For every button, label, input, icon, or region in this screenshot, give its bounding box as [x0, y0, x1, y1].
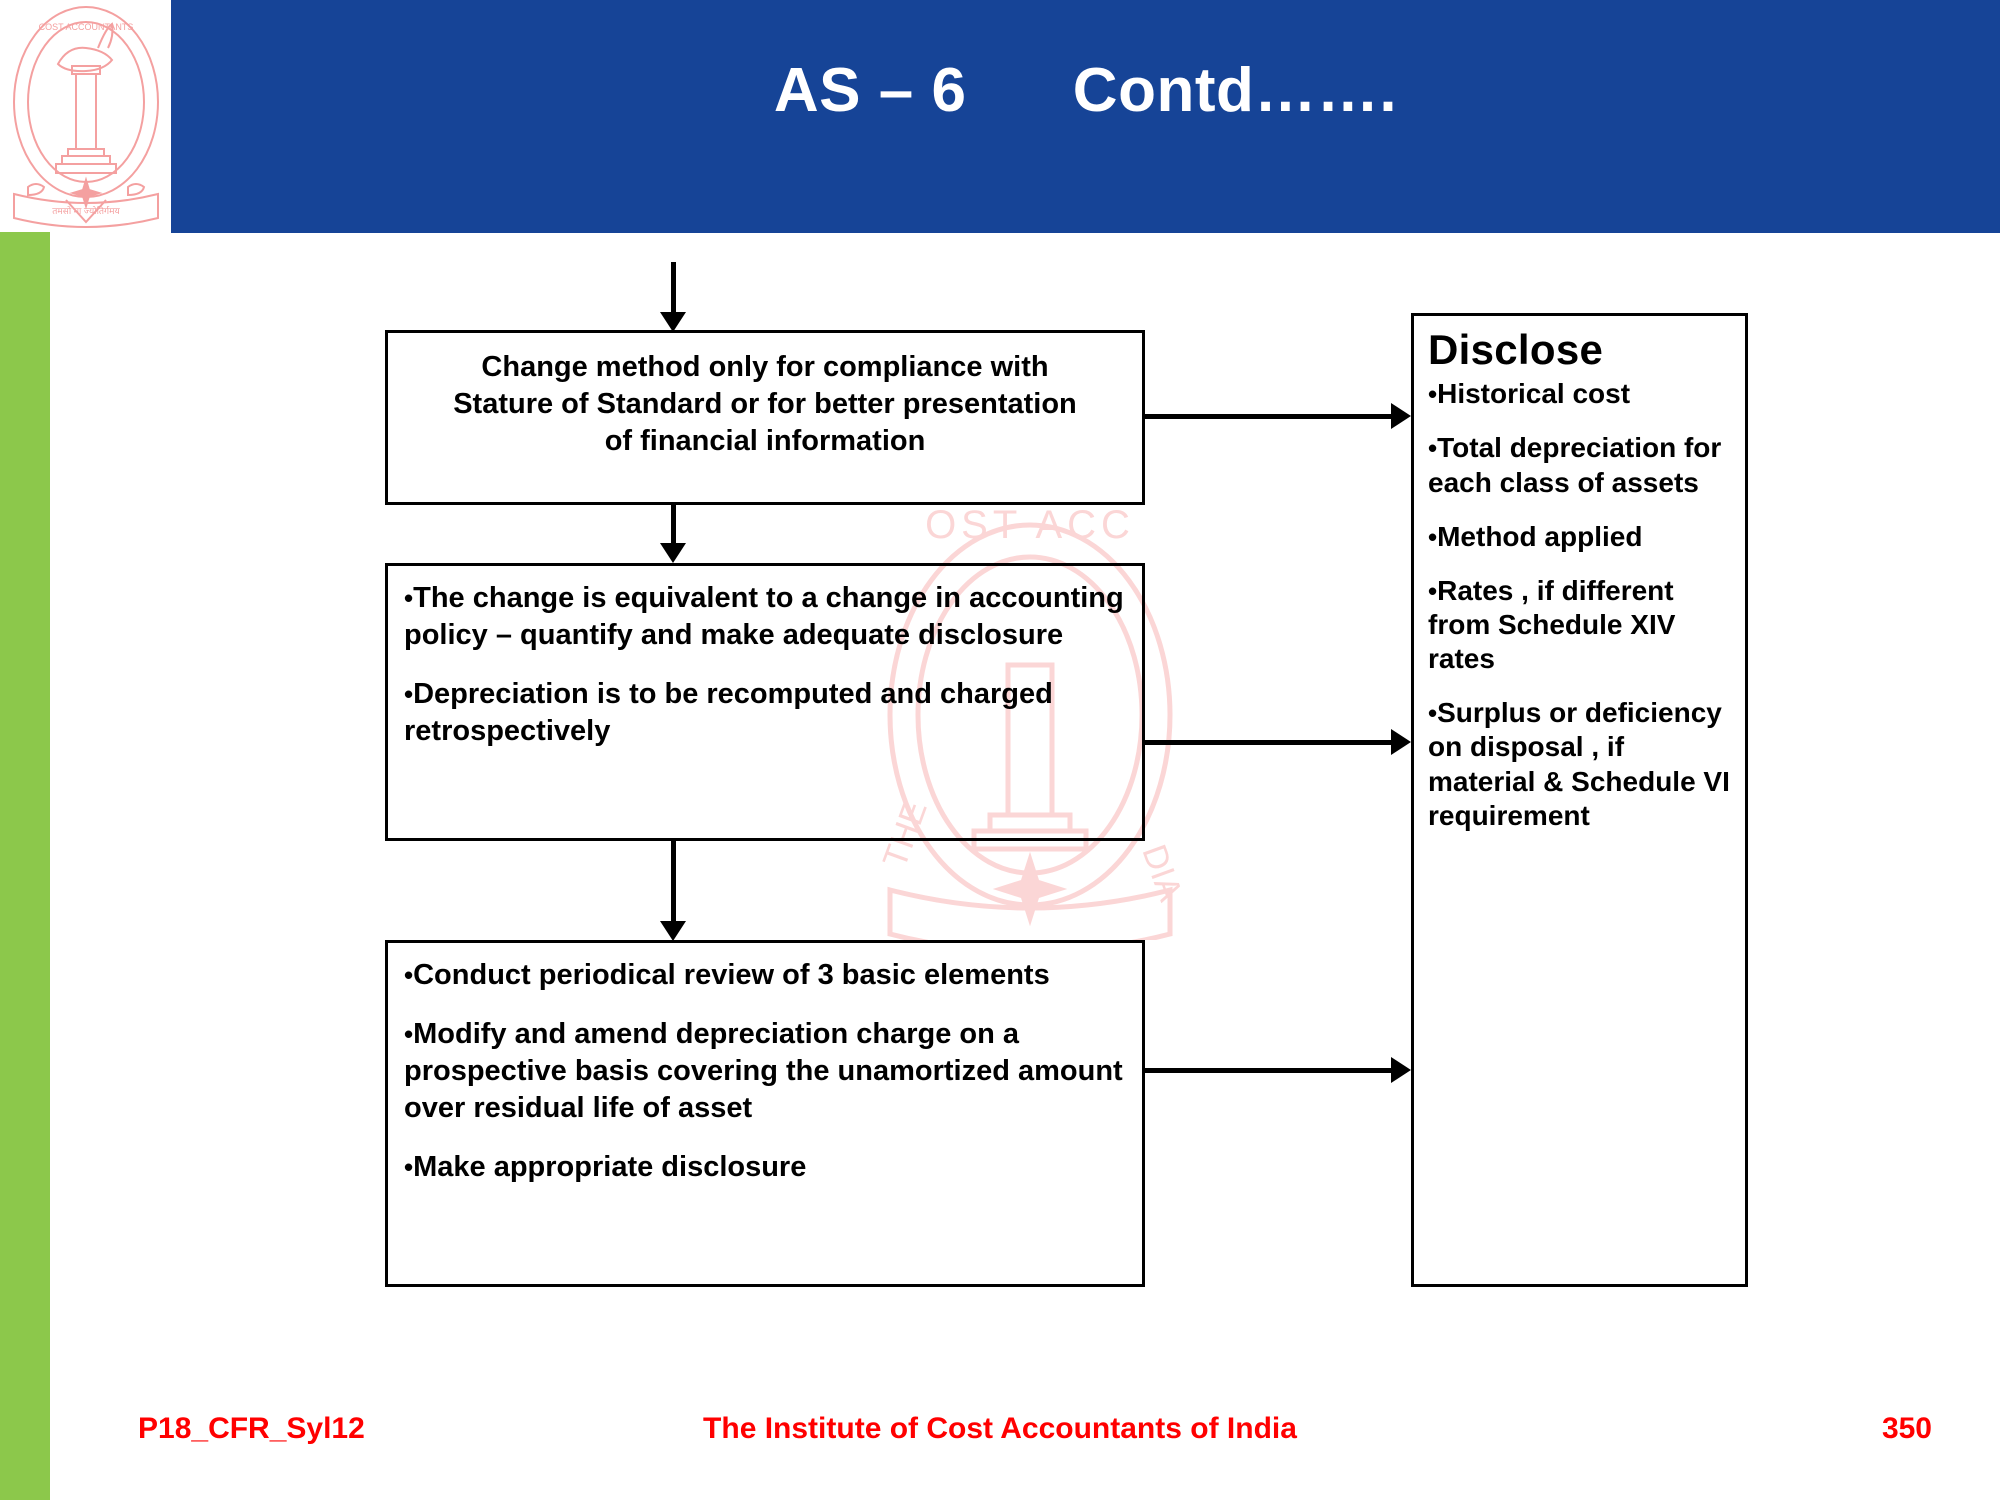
connector-box1-box2-stem: [671, 505, 676, 543]
svg-text:OST ACC: OST ACC: [925, 510, 1135, 547]
page-title: AS – 6 Contd…….: [773, 56, 1398, 125]
bullet-icon: •: [1428, 521, 1438, 552]
flow-box-disclose: Disclose •Historical cost •Total depreci…: [1411, 313, 1748, 1287]
connector-top-stem: [671, 262, 676, 314]
box2-bullet-1: •The change is equivalent to a change in…: [404, 580, 1126, 654]
box2-bullet-1-text: The change is equivalent to a change in …: [404, 582, 1124, 652]
footer-institute-name: The Institute of Cost Accountants of Ind…: [703, 1412, 1297, 1445]
connector-box1-box2-arrowhead: [660, 543, 686, 563]
disclose-bullet-2: •Total depreciation for each class of as…: [1428, 431, 1733, 499]
disclose-bullet-5-text: Surplus or deficiency on disposal , if m…: [1428, 697, 1730, 831]
bullet-icon: •: [404, 679, 414, 710]
box3-bullet-1: •Conduct periodical review of 3 basic el…: [404, 957, 1126, 994]
connector-box3-disclose-line: [1145, 1068, 1393, 1073]
box1-line-2: Stature of Standard or for better presen…: [453, 388, 1077, 421]
disclose-bullet-5: •Surplus or deficiency on disposal , if …: [1428, 696, 1733, 833]
disclose-bullet-2-text: Total depreciation for each class of ass…: [1428, 432, 1722, 498]
institute-logo-icon: COST ACCOUNTANTS तमसो मा ज्योतिर्गमय: [6, 2, 166, 232]
svg-text:COST ACCOUNTANTS: COST ACCOUNTANTS: [39, 22, 134, 32]
box3-bullet-3: •Make appropriate disclosure: [404, 1149, 1126, 1186]
disclose-bullet-1-text: Historical cost: [1437, 378, 1631, 410]
box3-bullet-2-text: Modify and amend depreciation charge on …: [404, 1018, 1123, 1125]
connector-box3-disclose-arrowhead: [1391, 1057, 1411, 1083]
disclose-bullet-4-text: Rates , if different from Schedule XIV r…: [1428, 574, 1676, 675]
footer-subject-code: P18_CFR_Syl12: [138, 1412, 365, 1445]
svg-text:तमसो मा ज्योतिर्गमय: तमसो मा ज्योतिर्गमय: [52, 205, 120, 216]
connector-box1-disclose-line: [1145, 414, 1393, 419]
box1-line-1: Change method only for compliance with: [481, 351, 1049, 383]
footer: P18_CFR_Syl12 The Institute of Cost Acco…: [0, 1412, 2000, 1462]
bullet-icon: •: [404, 1019, 414, 1050]
svg-text:DIA: DIA: [1134, 840, 1180, 907]
connector-top-arrowhead: [660, 312, 686, 332]
connector-box2-box3-arrowhead: [660, 921, 686, 941]
bullet-icon: •: [404, 960, 414, 990]
connector-box2-disclose-line: [1145, 740, 1393, 745]
bullet-icon: •: [404, 583, 414, 613]
disclose-bullet-3-text: Method applied: [1437, 520, 1643, 552]
disclose-heading: Disclose: [1428, 326, 1604, 373]
connector-box1-disclose-arrowhead: [1391, 403, 1411, 429]
bullet-icon: •: [404, 1152, 414, 1183]
bullet-icon: •: [1428, 698, 1438, 729]
disclose-bullet-4: •Rates , if different from Schedule XIV …: [1428, 574, 1733, 676]
title-bar: [171, 0, 2000, 233]
box3-bullet-2: •Modify and amend depreciation charge on…: [404, 1016, 1126, 1127]
flow-box-change-equivalent: •The change is equivalent to a change in…: [385, 563, 1145, 841]
left-accent-bar: [0, 232, 50, 1500]
box3-bullet-1-text: Conduct periodical review of 3 basic ele…: [413, 959, 1050, 991]
flow-box-periodical-review: •Conduct periodical review of 3 basic el…: [385, 940, 1145, 1287]
bullet-icon: •: [1428, 433, 1438, 464]
box2-bullet-2: •Depreciation is to be recomputed and ch…: [404, 676, 1126, 750]
footer-page-number: 350: [1881, 1412, 1932, 1445]
disclose-bullet-3: •Method applied: [1428, 520, 1733, 554]
connector-box2-box3-stem: [671, 841, 676, 921]
bullet-icon: •: [1428, 575, 1438, 606]
connector-box2-disclose-arrowhead: [1391, 729, 1411, 755]
disclose-bullet-1: •Historical cost: [1428, 377, 1733, 411]
box3-bullet-3-text: Make appropriate disclosure: [413, 1151, 807, 1184]
flow-box-change-method: Change method only for compliance with S…: [385, 330, 1145, 505]
box1-line-3: of financial information: [604, 425, 926, 458]
box2-bullet-2-text: Depreciation is to be recomputed and cha…: [404, 678, 1053, 748]
bullet-icon: •: [1428, 379, 1438, 410]
